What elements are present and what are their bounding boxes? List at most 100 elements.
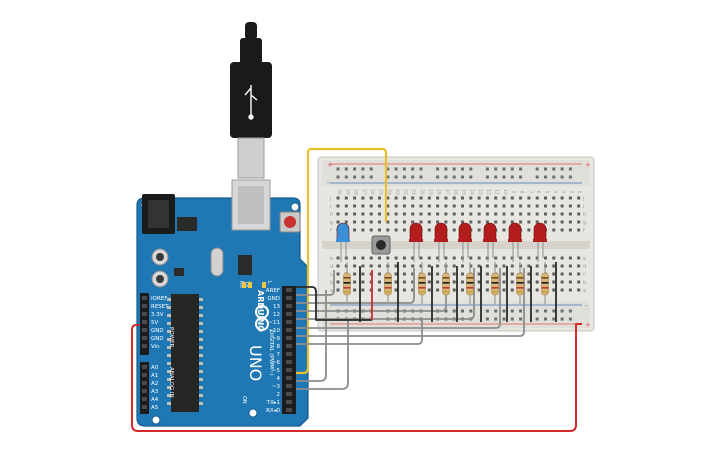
analog-pin-hole[interactable] [142,373,147,377]
analog-pin-hole[interactable] [142,397,147,401]
gray-wire-pin3 [296,290,327,382]
digital-pin-hole[interactable] [286,296,292,300]
column-number: 26 [369,189,375,195]
resistor[interactable] [491,262,499,304]
arduino-logo-icon [255,305,269,331]
resistor[interactable] [384,262,392,304]
pushbutton[interactable] [371,235,391,255]
digital-pin-hole[interactable] [286,288,292,292]
power-pin-label: 5V [151,320,158,326]
column-number: 28 [353,189,359,195]
column-number: 12 [485,189,491,195]
red-led[interactable] [508,222,522,262]
l-led-icon [262,282,266,288]
gray-wire-pin10 [296,268,475,320]
power-pin-label: 3.3V [151,312,164,318]
usb-chip-icon [238,255,252,275]
digital-pin-hole[interactable] [286,304,292,308]
rail-plus-label-right: + [585,161,591,169]
analog-pin-hole[interactable] [142,389,147,393]
power-pin-hole[interactable] [142,320,147,324]
gray-wire-pin7 [296,320,423,345]
power-pin-hole[interactable] [142,344,147,348]
digital-pin-label: 13 [273,304,280,310]
red-led[interactable] [434,222,448,262]
power-pin-label: GND [151,328,164,334]
model-label: UNO [246,345,265,381]
digital-pin-hole[interactable] [286,352,292,356]
row-letter: g [583,220,586,226]
digital-pin-hole[interactable] [286,320,292,324]
column-number: 3 [560,191,566,194]
gray-wire-pin13 [296,270,335,296]
tx-led-label: TX [244,280,250,288]
row-letter: d [583,264,586,270]
column-number: 10 [502,189,508,195]
column-number: 13 [477,189,483,195]
red-led[interactable] [458,222,472,262]
column-number: 17 [444,189,450,195]
gray-wire-pin9 [296,268,501,329]
column-number: 27 [361,189,367,195]
digital-pin-hole[interactable] [286,376,292,380]
column-number: 8 [519,191,525,194]
row-letter: j [582,196,584,202]
tx-led-icon [242,282,246,288]
analog-pin-label: A3 [151,389,159,395]
power-header-label: POWER [168,327,174,348]
digital-header-label: DIGITAL (PWM~) [268,330,274,376]
analog-pin-hole[interactable] [142,405,147,409]
digital-pin-hole[interactable] [286,328,292,332]
power-pin-hole[interactable] [142,296,147,300]
power-pin-hole[interactable] [142,336,147,340]
red-led[interactable] [483,222,497,262]
digital-pin-hole[interactable] [286,408,292,412]
digital-pin-label: AREF [266,288,280,294]
analog-pin-label: A5 [151,405,159,411]
l-led-label: L [266,281,272,284]
digital-pin-hole[interactable] [286,344,292,348]
column-number: 23 [394,189,400,195]
blue-led[interactable] [336,222,350,262]
resistor[interactable] [516,262,524,304]
analog-pin-hole[interactable] [142,381,147,385]
column-number: 25 [378,189,384,195]
resistor[interactable] [541,262,549,304]
column-number: 14 [469,189,475,195]
digital-pin-hole[interactable] [286,368,292,372]
digital-pin-hole[interactable] [286,400,292,404]
analog-pin-label: A0 [151,365,159,371]
resistor[interactable] [466,262,474,304]
digital-pin-hole[interactable] [286,360,292,364]
power-pin-hole[interactable] [142,328,147,332]
analog-pin-label: A1 [151,373,158,379]
resistor[interactable] [418,262,426,304]
digital-pin-label: 8 [277,344,281,350]
power-pin-hole[interactable] [142,304,147,308]
analog-header[interactable] [140,362,149,414]
on-led-label: ON [241,396,247,404]
digital-header[interactable] [282,286,296,414]
red-led[interactable] [533,222,547,262]
row-letter: i [583,204,584,210]
digital-pin-hole[interactable] [286,312,292,316]
red-led[interactable] [409,222,423,262]
column-number: 4 [552,191,558,194]
column-number: 20 [419,189,425,195]
digital-pin-hole[interactable] [286,384,292,388]
digital-pin-label: 7 [277,352,281,358]
reset-button[interactable] [279,211,301,233]
resistor[interactable] [442,262,450,304]
column-number: 21 [411,189,417,195]
analog-pin-hole[interactable] [142,365,147,369]
digital-pin-hole[interactable] [286,392,292,396]
power-pin-hole[interactable] [142,312,147,316]
usb-b-cable-icon [230,22,272,231]
digital-pin-hole[interactable] [286,336,292,340]
digital-pin-label: GND [267,296,280,302]
rail-plus-label-bottom: + [585,321,591,329]
digital-pin-label: 12 [273,312,280,318]
resistor[interactable] [343,262,351,304]
